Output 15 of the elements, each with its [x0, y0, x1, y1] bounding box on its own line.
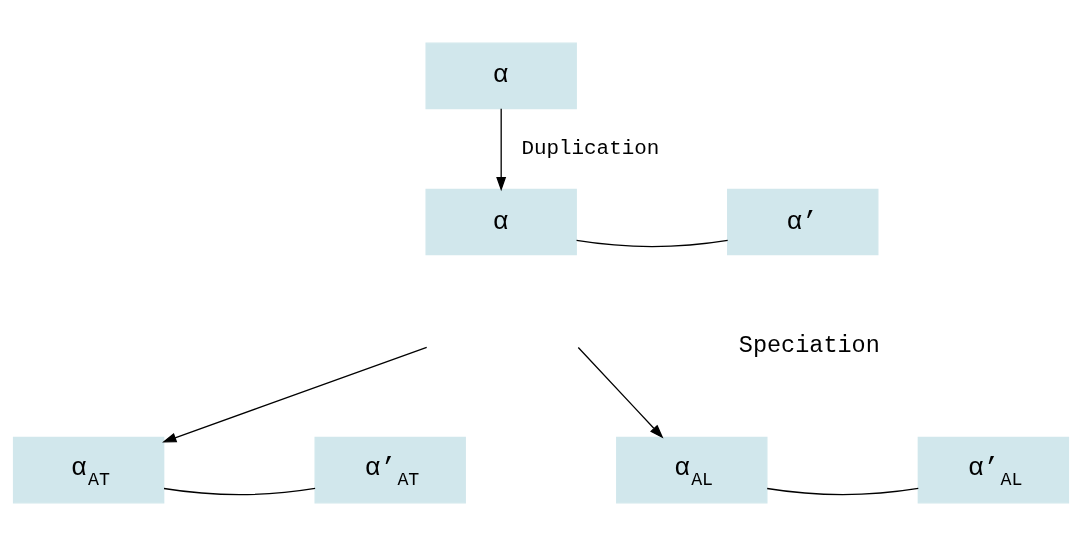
arrow: [162, 346, 428, 443]
arrow: [496, 108, 507, 192]
node-box: α’: [727, 188, 879, 256]
edge-label: Duplication: [521, 136, 660, 160]
node-box: α$_{AL}$: [616, 436, 768, 504]
node-box: α: [425, 188, 577, 256]
connector: [575, 239, 729, 248]
node-box: α’$_{AL}$: [917, 436, 1070, 504]
connector: [163, 487, 316, 496]
arrow: [577, 346, 664, 439]
connector: [766, 487, 919, 496]
node-box: α$_{AT}$: [12, 436, 165, 504]
node-box: α’$_{AT}$: [314, 436, 466, 504]
label: Speciation: [738, 331, 880, 359]
node-box: α: [425, 42, 577, 110]
